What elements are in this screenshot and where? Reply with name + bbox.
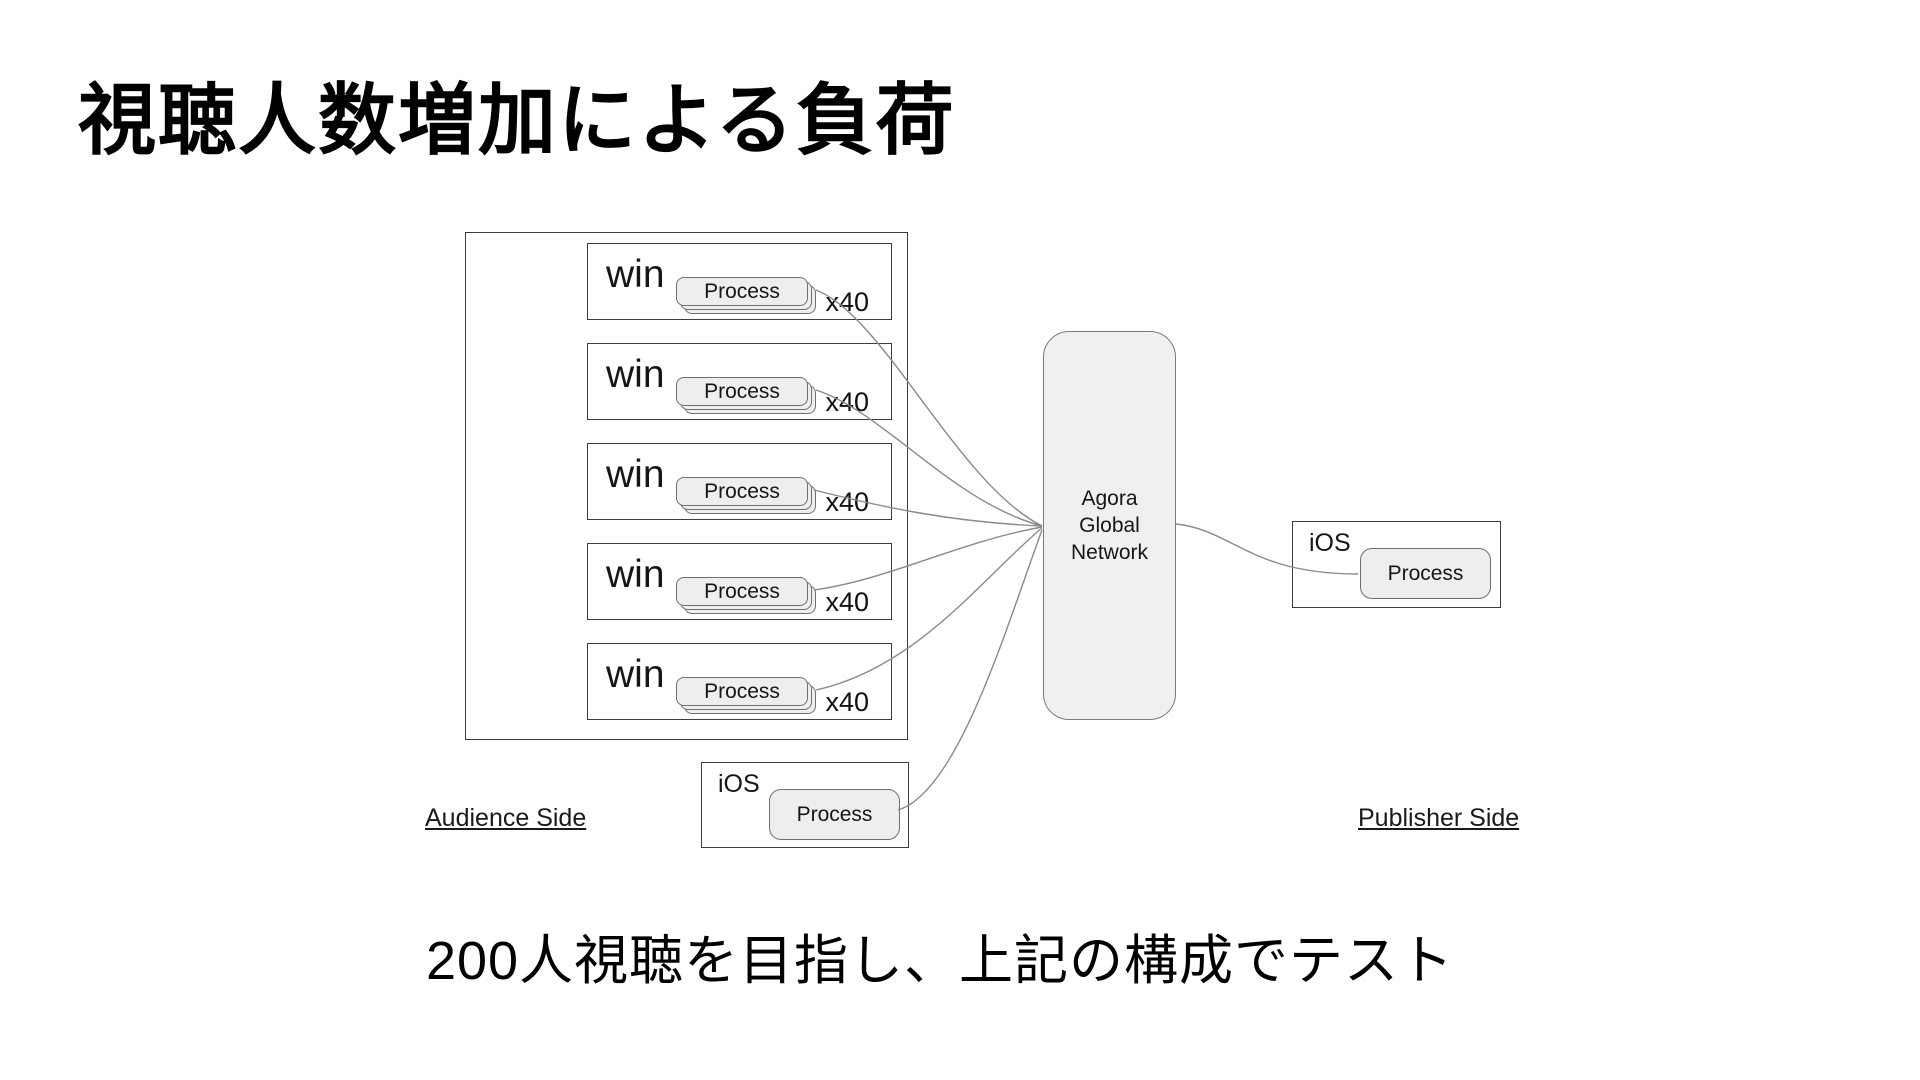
win-node: win Process x40	[587, 343, 892, 420]
publisher-side-label: Publisher Side	[1358, 804, 1520, 832]
multiplier-label: x40	[825, 587, 869, 617]
process-box: Process	[676, 477, 808, 506]
platform-label: win	[606, 353, 665, 396]
platform-label: iOS	[718, 770, 760, 798]
process-box: Process	[1360, 548, 1491, 599]
platform-label: win	[606, 653, 665, 696]
multiplier-label: x40	[825, 387, 869, 417]
process-box: Process	[676, 377, 808, 406]
multiplier-label: x40	[825, 487, 869, 517]
process-box: Process	[676, 677, 808, 706]
win-node: win Process x40	[587, 543, 892, 620]
platform-label: win	[606, 553, 665, 596]
platform-label: iOS	[1309, 529, 1351, 557]
audience-side-label: Audience Side	[425, 804, 587, 832]
process-stack: Process	[676, 477, 818, 517]
process-stack: Process	[676, 377, 818, 417]
platform-label: win	[606, 453, 665, 496]
slide-caption: 200人視聴を目指し、上記の構成でテスト	[425, 931, 1455, 991]
process-stack: Process	[676, 677, 818, 717]
process-box: Process	[676, 277, 808, 306]
publisher-ios-node: iOS Process	[1292, 521, 1501, 608]
multiplier-label: x40	[825, 287, 869, 317]
audience-ios-node: iOS Process	[701, 762, 909, 848]
platform-label: win	[606, 253, 665, 296]
multiplier-label: x40	[825, 687, 869, 717]
connector-ios-network	[897, 529, 1043, 811]
process-stack: Process	[676, 577, 818, 617]
win-node: win Process x40	[587, 643, 892, 720]
win-node: win Process x40	[587, 443, 892, 520]
agora-network-label: Agora Global Network	[1070, 486, 1149, 565]
agora-network-node: Agora Global Network	[1043, 331, 1176, 720]
process-stack: Process	[676, 277, 818, 317]
win-node: win Process x40	[587, 243, 892, 320]
slide-title: 視聴人数増加による負荷	[78, 76, 956, 164]
process-box: Process	[676, 577, 808, 606]
process-box: Process	[769, 789, 900, 840]
